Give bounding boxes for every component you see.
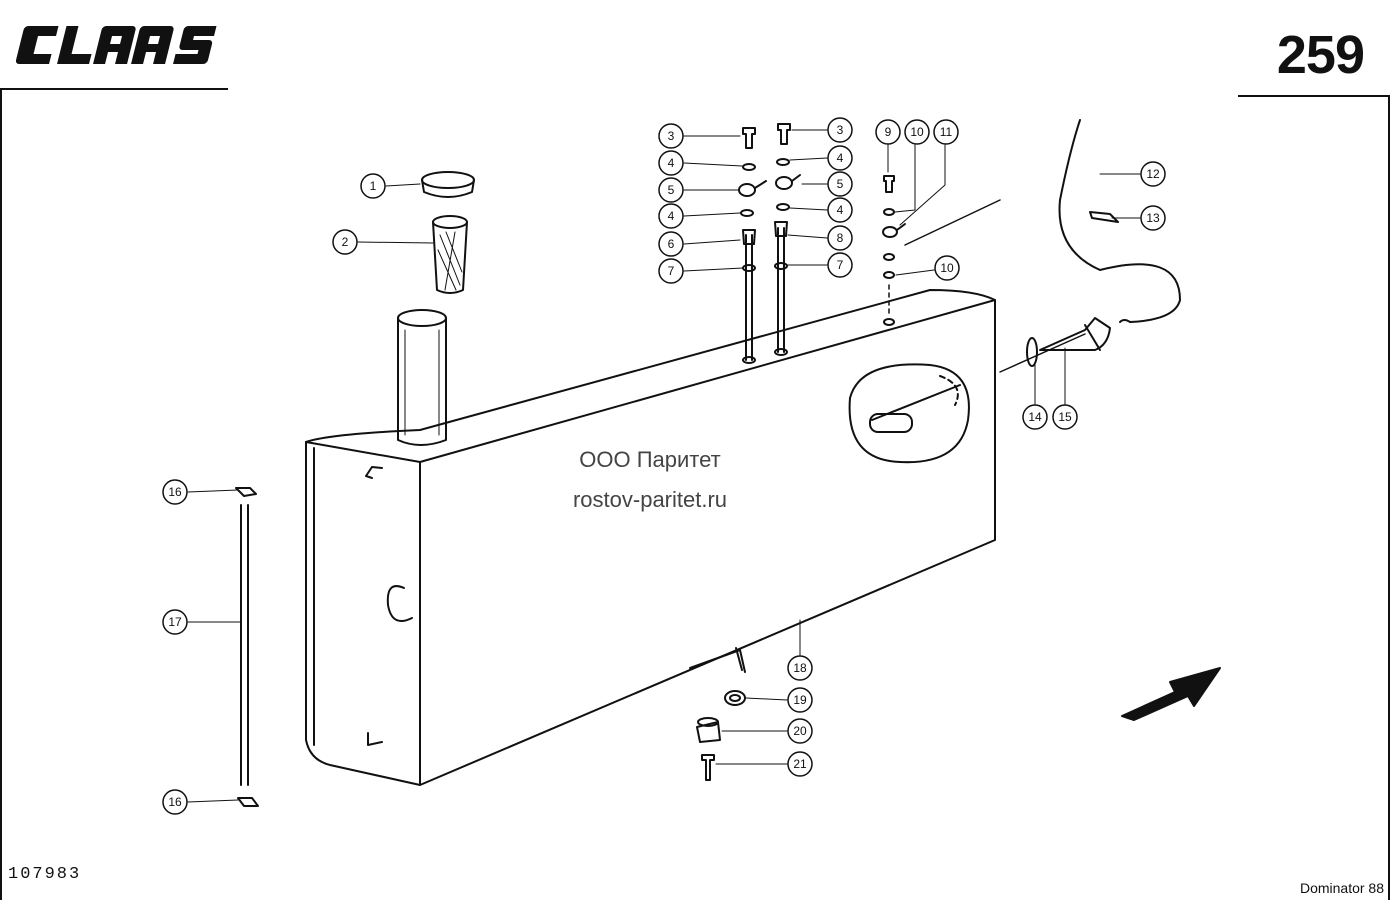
callout-10a: 10 <box>904 119 930 145</box>
callout-10b: 10 <box>934 255 960 281</box>
callout-9: 9 <box>875 119 901 145</box>
fuel-pipes <box>742 221 788 364</box>
svg-text:14: 14 <box>1028 410 1042 424</box>
callout-1: 1 <box>360 173 386 199</box>
callout-3b: 3 <box>827 117 853 143</box>
svg-text:3: 3 <box>837 123 844 137</box>
level-tube <box>235 487 259 807</box>
svg-text:3: 3 <box>668 129 675 143</box>
callout-14: 14 <box>1022 404 1048 430</box>
callout-19: 19 <box>787 687 813 713</box>
callout-18: 18 <box>787 655 813 681</box>
drawing-number: 107983 <box>8 865 82 884</box>
callout-15: 15 <box>1052 404 1078 430</box>
callout-4a: 4 <box>658 150 684 176</box>
callout-4c: 4 <box>658 203 684 229</box>
callout-5a: 5 <box>658 177 684 203</box>
svg-text:16: 16 <box>168 485 182 499</box>
svg-text:15: 15 <box>1058 410 1072 424</box>
svg-text:21: 21 <box>793 757 807 771</box>
callout-21: 21 <box>787 751 813 777</box>
svg-text:10: 10 <box>910 125 924 139</box>
callout-4d: 4 <box>827 197 853 223</box>
header-rule-left <box>0 88 228 90</box>
drain-parts <box>696 690 746 781</box>
svg-text:20: 20 <box>793 724 807 738</box>
callout-2: 2 <box>332 229 358 255</box>
callout-5b: 5 <box>827 171 853 197</box>
svg-text:5: 5 <box>668 183 675 197</box>
callout-16a: 16 <box>162 479 188 505</box>
svg-text:13: 13 <box>1146 211 1160 225</box>
header-rule-right <box>1238 95 1390 97</box>
callout-20: 20 <box>787 718 813 744</box>
svg-text:4: 4 <box>668 156 675 170</box>
svg-text:16: 16 <box>168 795 182 809</box>
svg-text:17: 17 <box>168 615 182 629</box>
filler-strainer <box>432 215 468 294</box>
svg-text:12: 12 <box>1146 167 1160 181</box>
watermark: ООО Паритет rostov-paritet.ru <box>520 440 780 520</box>
direction-arrow <box>1121 667 1221 721</box>
svg-text:19: 19 <box>793 693 807 707</box>
svg-text:2: 2 <box>342 235 349 249</box>
leader-lines <box>187 129 1141 803</box>
fuel-sender <box>904 119 1181 373</box>
svg-text:9: 9 <box>885 125 892 139</box>
callout-6: 6 <box>658 231 684 257</box>
svg-text:1: 1 <box>370 179 377 193</box>
svg-text:6: 6 <box>668 237 675 251</box>
svg-text:7: 7 <box>668 264 675 278</box>
watermark-url: rostov-paritet.ru <box>572 487 728 512</box>
svg-text:7: 7 <box>837 258 844 272</box>
callout-13: 13 <box>1140 205 1166 231</box>
svg-text:4: 4 <box>668 209 675 223</box>
callout-16b: 16 <box>162 789 188 815</box>
watermark-company: ООО Паритет <box>579 447 721 472</box>
svg-text:5: 5 <box>837 177 844 191</box>
callout-3a: 3 <box>658 123 684 149</box>
machine-model: Dominator 88 <box>1299 880 1384 896</box>
callout-4b: 4 <box>827 145 853 171</box>
frame-right-border <box>1388 95 1390 900</box>
callout-7b: 7 <box>827 252 853 278</box>
svg-text:8: 8 <box>837 231 844 245</box>
callout-7a: 7 <box>658 258 684 284</box>
callout-17: 17 <box>162 609 188 635</box>
svg-text:18: 18 <box>793 661 807 675</box>
tank-cap <box>421 171 475 198</box>
claas-logo <box>15 26 217 64</box>
svg-text:10: 10 <box>940 261 954 275</box>
bolts-and-washers <box>738 123 906 326</box>
callout-11: 11 <box>933 119 959 145</box>
svg-text:11: 11 <box>940 125 953 139</box>
frame-left-border <box>0 88 2 900</box>
fuel-tank <box>305 289 996 786</box>
page-number: 259 <box>1276 25 1365 85</box>
callout-8: 8 <box>827 225 853 251</box>
callout-12: 12 <box>1140 161 1166 187</box>
svg-text:4: 4 <box>837 151 844 165</box>
svg-text:4: 4 <box>837 203 844 217</box>
